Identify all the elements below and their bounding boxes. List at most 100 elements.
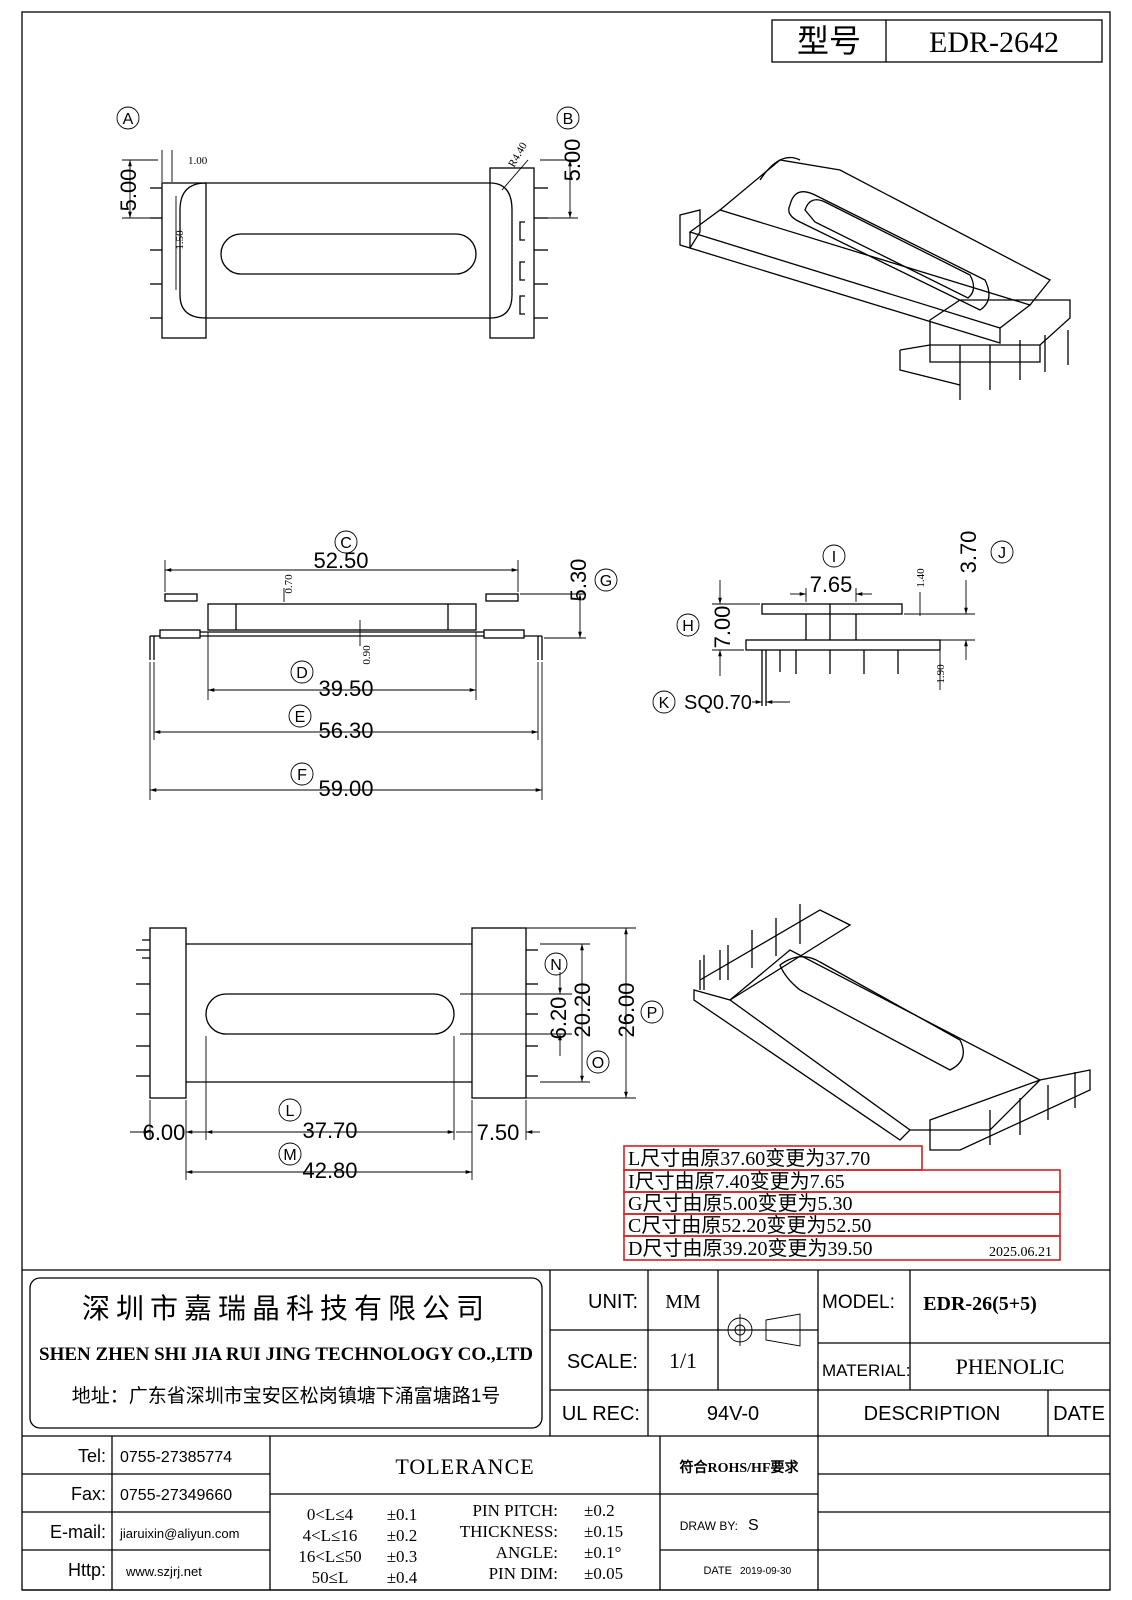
- tol-param-name-0: PIN PITCH:: [473, 1501, 558, 1520]
- marker-m-label: M: [283, 1147, 296, 1164]
- marker-b: [556, 106, 580, 130]
- email-label: E-mail:: [50, 1522, 106, 1542]
- marker-a-label: A: [123, 111, 134, 128]
- dim-p-value: 26.00: [614, 982, 639, 1037]
- bottom-view: 37.70 L 42.80 M 6.00 7.50 6.20 N 20.20: [130, 927, 664, 1183]
- description-label: DESCRIPTION: [864, 1403, 1001, 1425]
- company-address: 地址：广东省深圳市宝安区松岗镇塘下涌富塘路1号: [72, 1385, 501, 1407]
- change-note-l: L尺寸由原37.60变更为37.70: [628, 1147, 870, 1170]
- marker-i: [822, 544, 846, 568]
- marker-f: [290, 762, 314, 786]
- rohs-note: 符合ROHS/HF要求: [678, 1459, 799, 1476]
- email-value: jiaruixin@aliyun.com: [119, 1526, 239, 1541]
- change-note-g: G尺寸由原5.00变更为5.30: [628, 1192, 852, 1215]
- tol-param-value-3: ±0.05: [584, 1564, 623, 1583]
- dim-i-value: 7.65: [810, 572, 853, 597]
- tel-label: Tel:: [78, 1446, 106, 1466]
- dim-e-value: 56.30: [318, 718, 373, 743]
- tolerance-label: TOLERANCE: [395, 1454, 534, 1479]
- dim-n-value: 6.20: [546, 997, 571, 1040]
- marker-l-label: L: [286, 1103, 295, 1120]
- dim-m-value: 42.80: [302, 1158, 357, 1183]
- marker-n: [544, 952, 568, 976]
- marker-j-label: J: [998, 545, 1006, 562]
- change-note-d: D尺寸由原39.20变更为39.50: [628, 1237, 872, 1260]
- top-view-slot: [220, 233, 477, 275]
- tol-param-name-3: PIN DIM:: [489, 1564, 558, 1583]
- marker-f-label: F: [297, 767, 307, 784]
- marker-c: [334, 530, 358, 554]
- material-label: MATERIAL:: [822, 1361, 910, 1380]
- tol-range-3: 50≤L: [312, 1568, 349, 1587]
- tol-value-0: ±0.1: [387, 1505, 418, 1524]
- dim-f-value: 59.00: [318, 776, 373, 801]
- marker-g: [594, 568, 618, 592]
- scale-value: 1/1: [669, 1348, 697, 1373]
- dim-a-value: 5.00: [116, 169, 141, 212]
- tol-param-value-2: ±0.1°: [584, 1543, 621, 1562]
- change-date: 2025.06.21: [989, 1245, 1052, 1260]
- scale-label: SCALE:: [567, 1351, 638, 1373]
- marker-n-label: N: [550, 957, 562, 974]
- marker-o: [586, 1050, 610, 1074]
- unit-value: MM: [665, 1291, 701, 1313]
- company-cn: 深圳市嘉瑞晶科技有限公司: [82, 1293, 490, 1324]
- model-header-value: EDR-2642: [929, 26, 1059, 59]
- dim-15-value: 1.50: [174, 230, 186, 250]
- dim-1-value: 1.00: [188, 155, 208, 167]
- change-notes: L尺寸由原37.60变更为37.70 I尺寸由原7.40变更为7.65 G尺寸由…: [623, 1145, 1061, 1261]
- marker-g-label: G: [600, 573, 612, 590]
- marker-p: [640, 1000, 664, 1024]
- dim-left-value: 6.00: [143, 1120, 186, 1145]
- marker-e-label: E: [295, 709, 306, 726]
- marker-e: [288, 704, 312, 728]
- model-label: MODEL:: [822, 1292, 895, 1313]
- marker-l: [278, 1098, 302, 1122]
- dim-k-value: SQ0.70: [684, 692, 752, 714]
- tol-param-name-2: ANGLE:: [496, 1543, 558, 1562]
- dim-d-value: 39.50: [318, 676, 373, 701]
- tel-value: 0755-27385774: [120, 1449, 232, 1466]
- marker-h: [676, 613, 700, 637]
- marker-j: [990, 540, 1014, 564]
- dim-b-value: 5.00: [560, 139, 585, 182]
- dim-070-value: 0.70: [283, 574, 295, 594]
- ulrec-label: UL REC:: [562, 1403, 640, 1425]
- change-note-i: I尺寸由原7.40变更为7.65: [628, 1170, 845, 1193]
- tol-value-3: ±0.4: [387, 1568, 418, 1587]
- dim-o-value: 20.20: [570, 982, 595, 1037]
- change-note-c: C尺寸由原52.20变更为52.50: [628, 1214, 871, 1237]
- material-value: PHENOLIC: [956, 1354, 1065, 1379]
- date-label: DATE: [1053, 1403, 1105, 1425]
- dim-090-value: 0.90: [361, 645, 373, 665]
- marker-o-label: O: [592, 1055, 604, 1072]
- model-header-label: 型号: [797, 23, 861, 59]
- marker-a: [116, 106, 140, 130]
- iso-view-bottom: [693, 904, 1091, 1151]
- marker-m: [278, 1142, 302, 1166]
- marker-c-label: C: [340, 535, 352, 552]
- tol-range-2: 16<L≤50: [298, 1547, 361, 1566]
- model-value: EDR-26(5+5): [923, 1293, 1037, 1315]
- iso-view-top: [679, 156, 1071, 400]
- company-en: SHEN ZHEN SHI JIA RUI JING TECHNOLOGY CO…: [39, 1344, 533, 1365]
- dim-j-value: 3.70: [956, 531, 981, 574]
- dim-190-value: 1.90: [935, 664, 947, 684]
- date-small-label: DATE: [703, 1565, 732, 1577]
- title-block: 深圳市嘉瑞晶科技有限公司 SHEN ZHEN SHI JIA RUI JING …: [22, 1269, 1110, 1591]
- tol-value-2: ±0.3: [387, 1547, 418, 1566]
- marker-p-label: P: [647, 1005, 658, 1022]
- dim-h-value: 7.00: [710, 606, 735, 649]
- projection-symbol-icon: [724, 1313, 808, 1347]
- marker-d-label: D: [296, 665, 308, 682]
- bottom-view-slot: [205, 993, 455, 1035]
- tol-param-value-0: ±0.2: [584, 1501, 615, 1520]
- top-view: 5.00 A 1.00 1.50 5.00 B R4.40: [116, 106, 585, 339]
- unit-label: UNIT:: [588, 1291, 638, 1313]
- drawby-label: DRAW BY:: [680, 1519, 738, 1533]
- marker-i-label: I: [832, 549, 836, 566]
- date-small-value: 2019-09-30: [740, 1566, 792, 1577]
- marker-b-label: B: [563, 111, 574, 128]
- dim-radius-value: R4.40: [506, 140, 530, 169]
